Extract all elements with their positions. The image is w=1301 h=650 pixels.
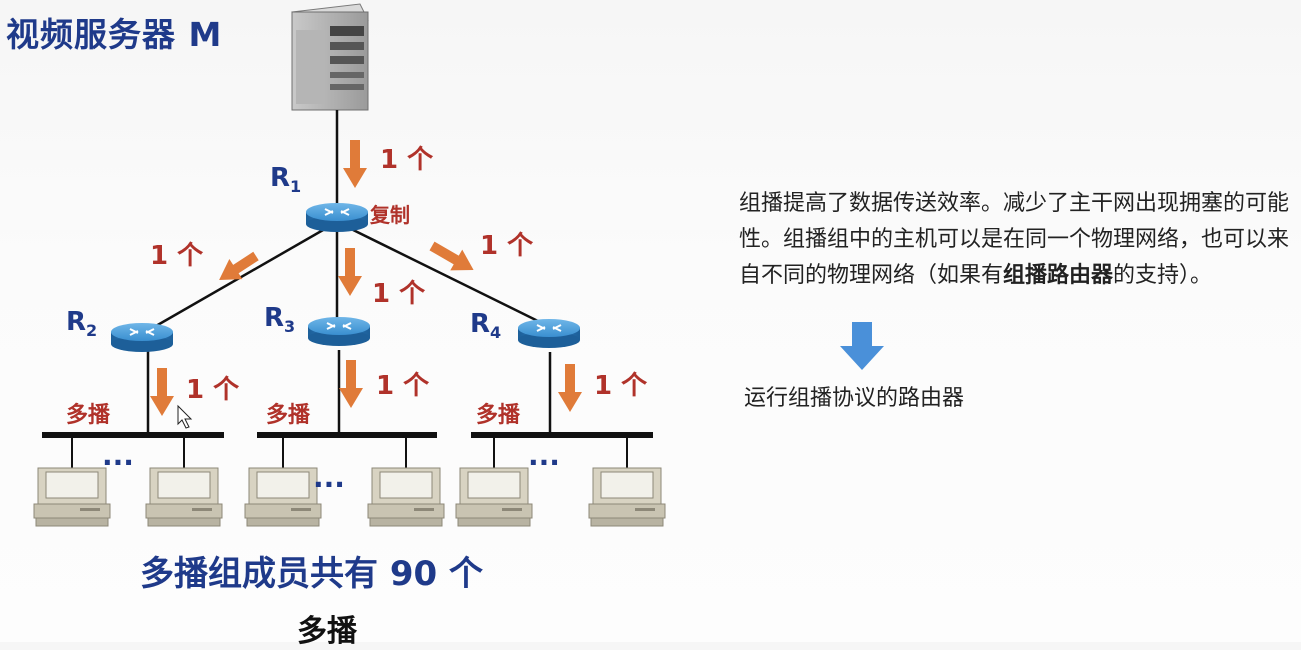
lan-buses	[42, 432, 653, 468]
multicast-label: 多播	[266, 402, 311, 428]
multicast-label: 多播	[66, 402, 111, 428]
router-r1-icon	[305, 202, 369, 233]
members-count-text: 多播组成员共有 90 个	[140, 554, 483, 594]
video-server-icon	[291, 3, 369, 111]
router-r3-icon	[307, 316, 371, 347]
explanation-part1: 组播提高了数据传送效率。减少了主干网出现拥塞的可能性。组播组中的主机可以是在同一…	[739, 191, 1290, 288]
packet-count-label: 1 个	[380, 145, 434, 175]
router-r4-icon	[517, 318, 581, 349]
packet-arrow-icon	[343, 140, 367, 188]
packet-count-label: 1 个	[372, 279, 426, 309]
host-computer-icon	[244, 467, 322, 527]
diagram-caption: 多播	[297, 614, 357, 649]
packet-arrow-icon	[219, 251, 259, 280]
host-computer-icon	[367, 467, 445, 527]
packet-count-label: 1 个	[594, 371, 648, 401]
router-r1-label: R1	[270, 163, 301, 196]
explanation-bold: 组播路由器	[1003, 263, 1114, 288]
packet-arrow-icon	[338, 248, 362, 296]
server-title: 视频服务器 M	[6, 15, 223, 54]
more-hosts-ellipsis: ···	[528, 446, 560, 479]
host-computer-icon	[588, 467, 666, 527]
packet-count-label: 1 个	[150, 241, 204, 271]
router-r3-label: R3	[264, 303, 295, 336]
mouse-cursor-icon	[177, 404, 193, 429]
host-computer-icon	[33, 467, 111, 527]
multicast-label: 多播	[476, 402, 521, 428]
more-hosts-ellipsis: ···	[102, 446, 134, 479]
packet-arrow-icon	[150, 368, 174, 416]
host-computer-icon	[145, 467, 223, 527]
packet-arrow-icon	[558, 364, 582, 412]
explanation-part2: 的支持）。	[1113, 263, 1213, 288]
host-computer-icon	[455, 467, 533, 527]
router-r4-label: R4	[470, 309, 501, 342]
down-arrow-icon	[840, 322, 884, 370]
packet-count-label: 1 个	[186, 375, 240, 405]
more-hosts-ellipsis: ···	[313, 468, 345, 501]
explanation-text: 组播提高了数据传送效率。减少了主干网出现拥塞的可能性。组播组中的主机可以是在同一…	[739, 186, 1299, 294]
copy-label: 复制	[369, 203, 410, 227]
packet-arrow-icon	[429, 241, 474, 271]
router-r2-label: R2	[66, 307, 97, 340]
router-note-text: 运行组播协议的路由器	[744, 386, 965, 411]
router-r2-icon	[110, 322, 174, 353]
packet-count-label: 1 个	[376, 371, 430, 401]
packet-arrow-icon	[339, 360, 363, 408]
packet-count-label: 1 个	[480, 231, 534, 261]
